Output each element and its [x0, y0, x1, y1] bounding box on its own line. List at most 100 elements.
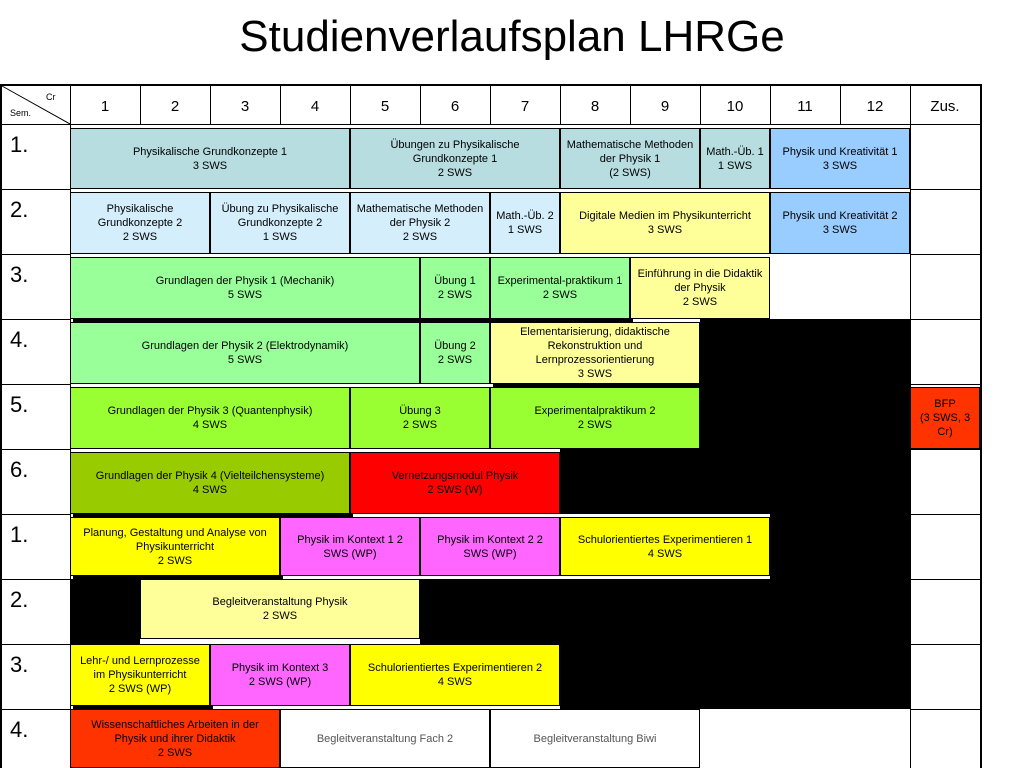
- grid-line: [840, 84, 841, 124]
- grid-line: [910, 644, 982, 645]
- semester-label: 3.: [10, 652, 29, 677]
- module-sws: (2 SWS): [609, 166, 651, 179]
- module-name: Schulorientiertes Experimentieren 1: [577, 533, 753, 546]
- module-sws: 2 SWS: [122, 231, 158, 243]
- semester-label: 3.: [10, 262, 29, 287]
- module-sws: 2 SWS: [157, 746, 193, 759]
- column-header: 12: [866, 97, 884, 115]
- module-sws: 4 SWS: [647, 547, 683, 560]
- module-name: Physik im Kontext 2 2 SWS (WP): [437, 533, 543, 560]
- blocked-cell: [700, 384, 910, 449]
- module-name: Schulorientiertes Experimentieren 2: [367, 662, 543, 674]
- module-name: Übung 2: [434, 340, 476, 352]
- module-cell: Physikalische Grundkonzepte 2 2 SWS: [70, 192, 210, 254]
- grid-line: [280, 84, 281, 124]
- blocked-cell: [770, 514, 910, 579]
- grid-line: [910, 384, 982, 385]
- module-name: Physikalische Grundkonzepte 2: [97, 203, 183, 229]
- module-sws: 2 SWS: [542, 289, 578, 301]
- module-name: Begleitveranstaltung Fach 2: [316, 732, 454, 745]
- module-name: Physik und Kreativität 2: [782, 210, 898, 222]
- module-sws: 2 SWS (W): [427, 484, 483, 496]
- grid-line: [910, 319, 982, 320]
- grid-line: [910, 124, 911, 768]
- module-cell: Grundlagen der Physik 4 (Vielteilchensys…: [70, 452, 350, 514]
- module-name: Lehr-/ und Lernprozesse im Physikunterri…: [80, 655, 200, 681]
- grid-line: [770, 84, 771, 124]
- grid-line: [910, 449, 982, 450]
- grid-line: [0, 384, 70, 385]
- module-name: Grundlagen der Physik 3 (Quantenphysik): [107, 405, 313, 417]
- grid-line: [910, 254, 982, 255]
- module-sws: 1 SWS: [507, 224, 543, 236]
- module-name: Einführung in die Didaktik der Physik: [637, 268, 763, 294]
- module-name: Übung 3: [399, 405, 441, 417]
- column-header: 5: [380, 97, 390, 115]
- column-header: 1: [100, 97, 110, 115]
- semester-label: 2.: [10, 587, 29, 612]
- module-name: Math.-Üb. 2: [496, 210, 554, 222]
- grid-line: [910, 189, 982, 190]
- grid-line: [210, 84, 211, 124]
- column-header: 3: [240, 97, 250, 115]
- corner-cr-label: Cr: [46, 92, 56, 102]
- grid-line: [980, 84, 982, 768]
- module-sws: 3 SWS: [577, 368, 613, 380]
- semester-label: 4.: [10, 717, 29, 742]
- grid-line: [0, 84, 2, 768]
- module-name: Experimental-praktikum 1: [497, 275, 623, 287]
- page-title: Studienverlaufsplan LHRGe: [239, 12, 785, 61]
- semester-label: 1.: [10, 522, 29, 547]
- module-name: Digitale Medien im Physikunterricht: [579, 210, 751, 222]
- grid-line: [0, 709, 70, 710]
- module-cell: Lehr-/ und Lernprozesse im Physikunterri…: [70, 644, 210, 706]
- grid-line: [910, 709, 982, 710]
- module-cell: Math.-Üb. 2 1 SWS: [490, 192, 560, 254]
- grid-line: [0, 84, 982, 86]
- column-header: 7: [520, 97, 530, 115]
- grid-line: [0, 579, 70, 580]
- grid-line: [560, 84, 561, 124]
- grid-line: [630, 84, 631, 124]
- module-name: Übungen zu Physikalische Grundkonzepte 1: [390, 138, 520, 165]
- module-name: Planung, Gestaltung und Analyse von Phys…: [83, 526, 267, 553]
- module-name: Grundlagen der Physik 2 (Elektrodynamik): [141, 340, 349, 352]
- corner-diagonal: [1, 85, 70, 124]
- module-sws: 4 SWS: [192, 484, 228, 496]
- module-name: Math.-Üb. 1: [706, 145, 764, 158]
- semester-label: 1.: [10, 132, 29, 157]
- module-sws: 3 SWS: [192, 159, 228, 172]
- grid-line: [0, 254, 70, 255]
- column-header: 11: [797, 97, 813, 115]
- semester-label: 5.: [10, 392, 29, 417]
- module-name: Mathematische Methoden der Physik 1: [566, 138, 694, 165]
- module-name: BFP: [934, 398, 956, 410]
- module-sws: 2 SWS (WP): [108, 683, 172, 695]
- module-name: Physik im Kontext 3: [231, 662, 329, 674]
- module-cell: Wissenschaftliches Arbeiten in der Physi…: [70, 709, 280, 768]
- module-name: Grundlagen der Physik 1 (Mechanik): [155, 275, 335, 287]
- grid-line: [910, 514, 982, 515]
- module-cell: Experimental-praktikum 1 2 SWS: [490, 257, 630, 319]
- module-cell: Digitale Medien im Physikunterricht 3 SWS: [560, 192, 770, 254]
- module-sws: 2 SWS: [437, 166, 473, 179]
- module-cell: Grundlagen der Physik 3 (Quantenphysik)4…: [70, 387, 350, 449]
- column-header: 2: [170, 97, 180, 115]
- module-sws: 1 SWS: [717, 159, 753, 172]
- module-name: Mathematische Methoden der Physik 2: [356, 203, 484, 229]
- grid-line: [0, 449, 70, 450]
- module-name: Physik im Kontext 1 2 SWS (WP): [297, 533, 403, 560]
- module-sws: 3 SWS: [647, 224, 683, 236]
- column-header: 4: [310, 97, 320, 115]
